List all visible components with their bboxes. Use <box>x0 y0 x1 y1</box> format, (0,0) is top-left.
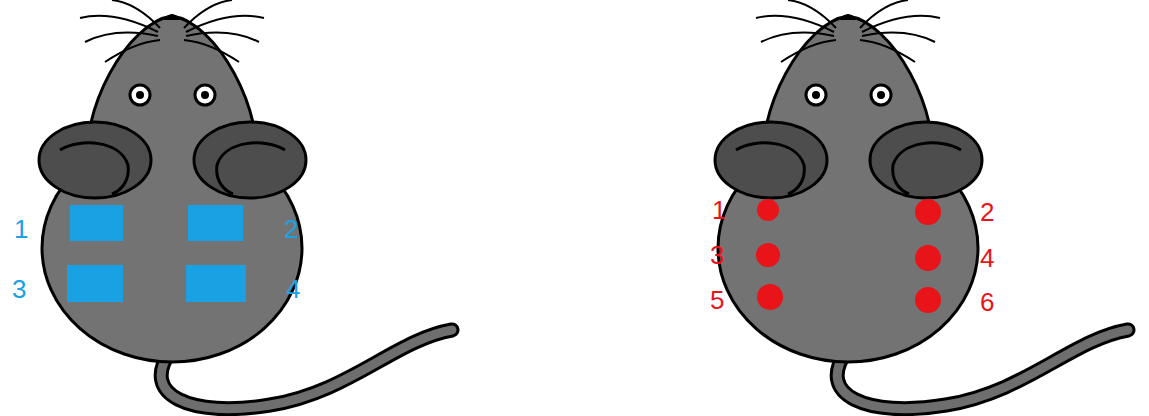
callout-number: 2 <box>980 199 994 225</box>
callout-number: 1 <box>712 197 726 223</box>
callout-number: 3 <box>12 276 26 302</box>
callout-number: 3 <box>710 242 724 268</box>
callout-number: 4 <box>286 276 300 302</box>
callout-number: 1 <box>14 216 28 242</box>
callout-number: 6 <box>980 289 994 315</box>
callout-number: 2 <box>284 216 298 242</box>
callout-number: 4 <box>980 245 994 271</box>
callout-number: 5 <box>710 287 724 313</box>
